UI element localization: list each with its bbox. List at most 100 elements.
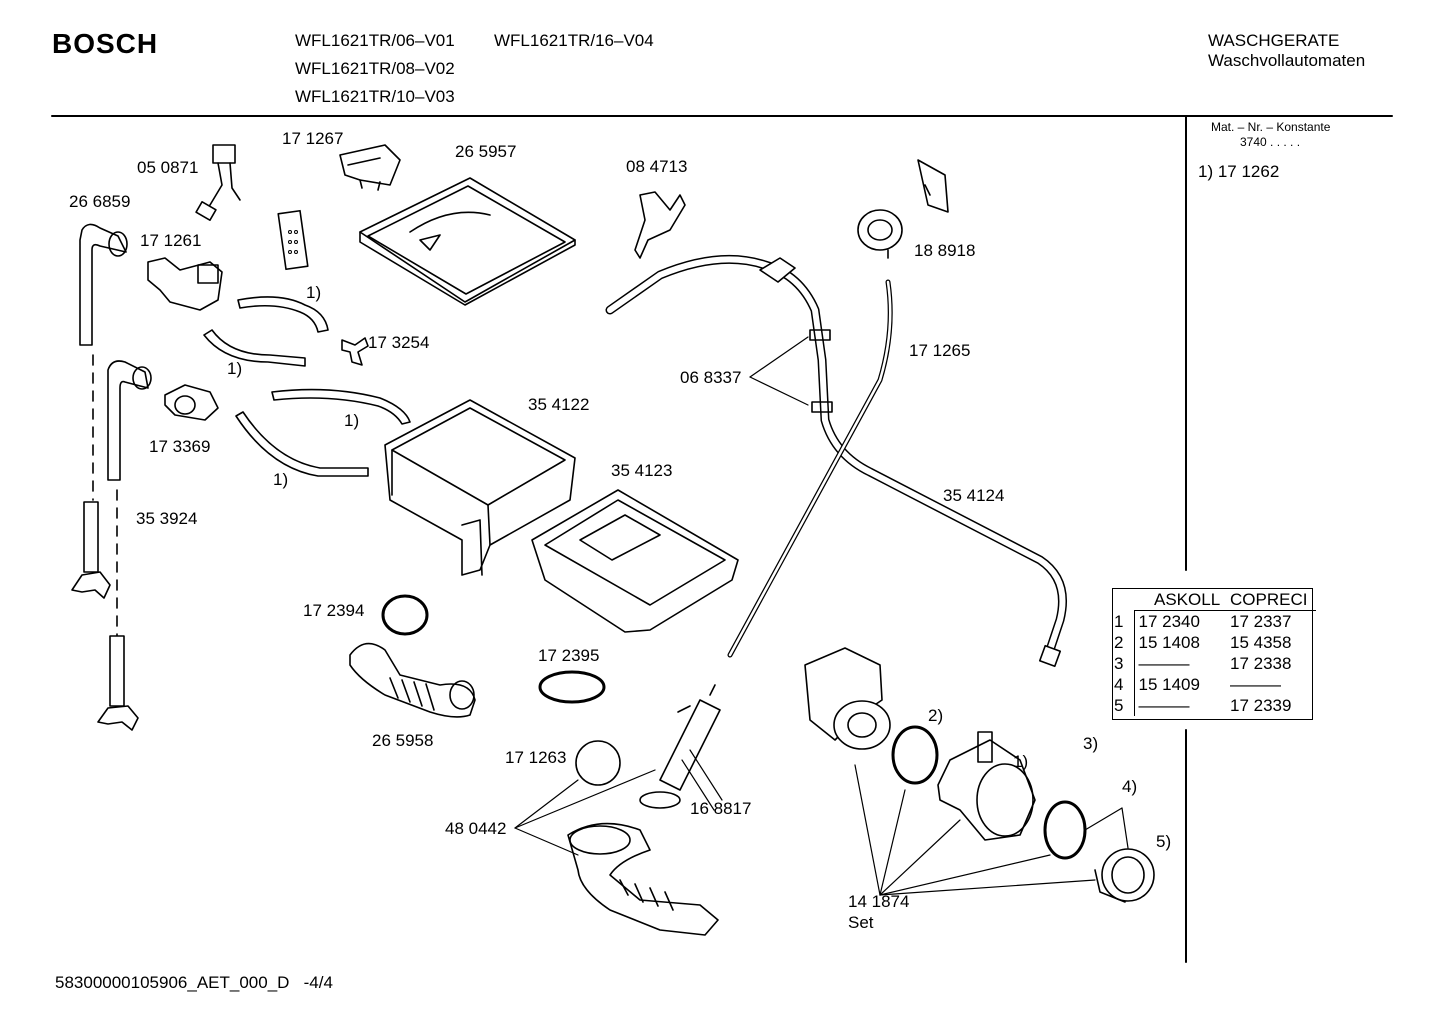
row-index: 5: [1112, 695, 1135, 716]
copreci-cell: 15 4358: [1230, 633, 1292, 652]
table-row: 4 15 1409 ———: [1112, 674, 1316, 695]
footnote-marker: 5): [1156, 832, 1172, 851]
askoll-cell: 15 1409: [1138, 675, 1200, 694]
part-label: 26 6859: [69, 192, 131, 211]
seal-ring-part: [538, 670, 606, 704]
part-label: 17 3369: [149, 437, 211, 456]
askoll-cell: ———: [1138, 654, 1190, 673]
cross-reference-table: ASKOLL COPRECI 1 17 2340 17 2337 2 15 14…: [1112, 589, 1316, 716]
askoll-cell: 15 1408: [1138, 633, 1200, 652]
document-number: 58300000105906_AET_000_D: [55, 973, 290, 992]
part-label: 35 4122: [528, 395, 590, 414]
detergent-drawer-part: [531, 489, 739, 633]
label-card-dots: [288, 230, 298, 254]
footnote-marker: 1): [306, 283, 322, 302]
footnote-marker: 1): [1013, 752, 1029, 771]
copreci-cell: 17 2339: [1230, 696, 1292, 715]
row-index: 1: [1112, 610, 1135, 632]
inlet-valve-part: [147, 257, 223, 311]
clip-part: [339, 144, 401, 191]
table-row: 3 ——— 17 2338: [1112, 653, 1316, 674]
pressure-hose-part: [727, 279, 893, 658]
document-id: 58300000105906_AET_000_D -4/4: [55, 973, 333, 993]
filter-seal-ring: [1043, 800, 1087, 860]
hose-1a: [237, 296, 329, 333]
part-label: 06 8337: [680, 368, 742, 387]
pressure-switch-part: [857, 159, 949, 259]
table-row: 5 ——— 17 2339: [1112, 695, 1316, 716]
hose-1d: [235, 411, 369, 477]
seal-ring-part: [381, 594, 429, 636]
part-label: 16 8817: [690, 799, 752, 818]
part-label: 05 0871: [137, 158, 199, 177]
model-number: WFL1621TR/16–V04: [494, 31, 654, 50]
table-header-row: ASKOLL COPRECI: [1112, 589, 1316, 611]
row-index: 3: [1112, 653, 1135, 674]
sump-hose-part: [567, 822, 719, 936]
part-label: 26 5958: [372, 731, 434, 750]
model-number: WFL1621TR/10–V03: [295, 87, 455, 106]
part-label: 18 8918: [914, 241, 976, 260]
copreci-cell: 17 2337: [1230, 612, 1292, 631]
part-label: 17 1265: [909, 341, 971, 360]
table-row: 2 15 1408 15 4358: [1112, 632, 1316, 653]
inlet-hose-elbow: [79, 223, 128, 346]
footnote-marker: 4): [1122, 777, 1138, 796]
drain-tube-assembly: [605, 254, 1067, 668]
part-label: 35 4123: [611, 461, 673, 480]
copreci-cell: 17 2338: [1230, 654, 1292, 673]
set-leader-lines: [854, 764, 1129, 896]
footnote-marker: 2): [928, 706, 944, 725]
hose-1b: [203, 329, 306, 367]
category-title: WASCHGERATE: [1208, 31, 1340, 50]
hose-1c: [271, 388, 411, 425]
mat-nr-header: Mat. – Nr. – Konstante: [1211, 120, 1331, 134]
table-row: 1 17 2340 17 2337: [1112, 610, 1316, 632]
bellows-hose-part: [349, 642, 476, 718]
footnote-marker: 1): [227, 359, 243, 378]
brand-logo: BOSCH: [52, 28, 159, 59]
part-label: 08 4713: [626, 157, 688, 176]
askoll-cell: ———: [1138, 696, 1190, 715]
nozzle-part-2: [97, 635, 139, 731]
part-label: 48 0442: [445, 819, 507, 838]
detergent-frame-part: [359, 177, 576, 306]
y-connector-part: [195, 144, 241, 221]
mat-nr-value: 3740 . . . . .: [1240, 135, 1301, 149]
drain-pump-part: [804, 647, 891, 750]
fork-clip-part: [634, 191, 686, 259]
label-card-part: [277, 209, 309, 271]
model-number: WFL1621TR/06–V01: [295, 31, 455, 50]
askoll-cell: 17 2340: [1138, 612, 1200, 631]
part-label: 26 5957: [455, 142, 517, 161]
valve-part-2: [164, 384, 219, 421]
y-piece-part: [341, 337, 369, 366]
column-header: ASKOLL: [1134, 589, 1226, 611]
footnote-1: 1) 17 1262: [1198, 162, 1280, 181]
part-label: 17 1263: [505, 748, 567, 767]
row-index: 2: [1112, 632, 1135, 653]
sensor-part: [639, 684, 721, 809]
part-label: 17 2394: [303, 601, 365, 620]
footnote-marker: 3): [1083, 734, 1099, 753]
part-label: 35 3924: [136, 509, 198, 528]
drawer-housing-part: [384, 399, 576, 576]
part-label: 17 3254: [368, 333, 430, 352]
category-subtitle: Waschvollautomaten: [1208, 51, 1366, 70]
pump-housing-part: [937, 731, 1036, 841]
nozzle-part-1: [71, 501, 111, 599]
part-label: 17 1261: [140, 231, 202, 250]
part-label: 35 4124: [943, 486, 1005, 505]
hose-elbow-2: [107, 360, 152, 481]
copreci-cell: ———: [1230, 675, 1281, 694]
part-label: 17 1267: [282, 129, 344, 148]
part-label: 17 2395: [538, 646, 600, 665]
footnote-marker: 1): [344, 411, 360, 430]
page-number: -4/4: [303, 973, 333, 992]
model-number: WFL1621TR/08–V02: [295, 59, 455, 78]
footnote-marker: 1): [273, 470, 289, 489]
pump-seal-ring: [891, 725, 939, 785]
part-label: 14 1874: [848, 892, 910, 911]
pump-filter-part: [1094, 848, 1155, 903]
